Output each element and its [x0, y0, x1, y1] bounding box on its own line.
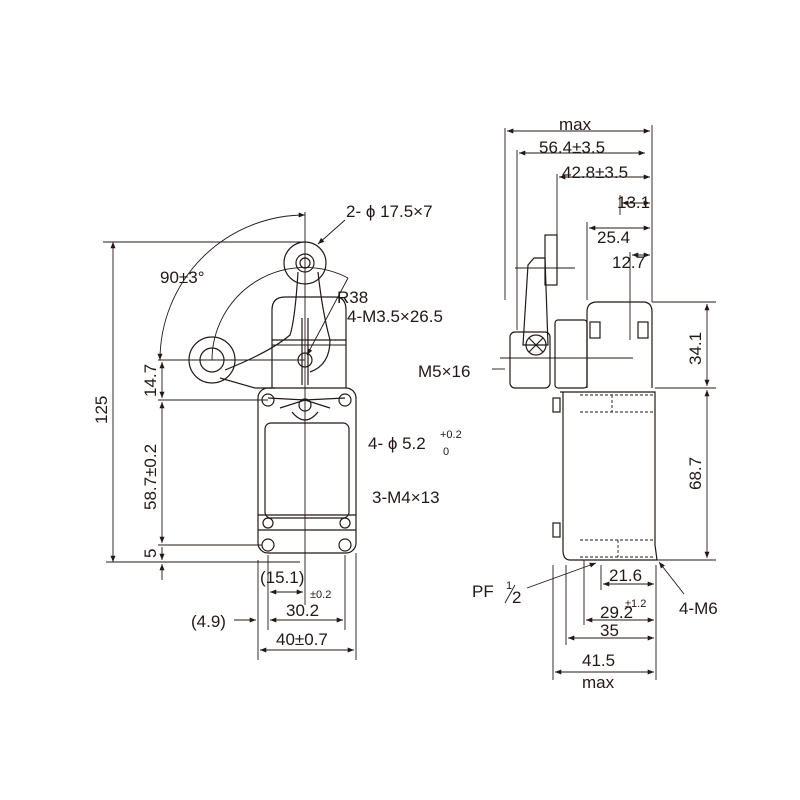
height-total-label: 125: [92, 396, 111, 424]
depth-3-label: 13.1: [617, 193, 650, 212]
bottom-2-label: 29.2: [600, 603, 633, 622]
bottom-4-label: 41.5: [582, 651, 615, 670]
side-lever: [522, 257, 549, 346]
mount-holes-tol-upper: +0.2: [440, 429, 462, 441]
max-top-label: max: [559, 115, 592, 134]
height-head-label: 34.1: [686, 332, 705, 365]
bottom-3-label: 35: [600, 621, 619, 640]
width-offset-label: (4.9): [191, 612, 226, 631]
lever-arm: [224, 271, 331, 373]
max-bottom-label: max: [582, 673, 615, 692]
front-view: 2- ϕ 17.5×7 90±3° R38 4-M3.5×26.5 4- ϕ 5…: [92, 202, 462, 660]
height-holes-label: 58.7±0.2: [141, 444, 160, 510]
lever-screw-label: M5×16: [418, 362, 470, 381]
depth-4-label: 25.4: [597, 228, 630, 247]
depth-2-label: 42.8±3.5: [562, 163, 628, 182]
switch-body: [257, 387, 357, 554]
side-head: [586, 301, 653, 388]
height-head-label: 14.7: [141, 364, 160, 397]
width-center-label: (15.1): [260, 568, 304, 587]
mount-holes-label: 4- ϕ 5.2: [368, 434, 426, 453]
screw-head-label: 4-M3.5×26.5: [347, 307, 443, 326]
roller-spec-label: 2- ϕ 17.5×7: [346, 202, 433, 221]
side-body: [560, 391, 658, 561]
conduit-denominator: 2: [512, 588, 521, 607]
mount-holes-tol-lower: 0: [443, 446, 449, 458]
height-bottom-label: 5: [141, 549, 160, 558]
depth-5-label: 12.7: [612, 253, 645, 272]
width-holes-label: 30.2: [286, 601, 319, 620]
cover-window: [264, 422, 350, 519]
switch-head: [271, 296, 347, 388]
width-holes-tol: ±0.2: [310, 589, 331, 601]
mount-thread-label: 4-M6: [679, 599, 718, 618]
radius-label: R38: [337, 288, 368, 307]
bottom-2-tol: ±1.2: [625, 598, 646, 610]
depth-1-label: 56.4±3.5: [539, 138, 605, 157]
height-body-label: 68.7: [686, 457, 705, 490]
terminal-screws-label: 3-M4×13: [372, 488, 440, 507]
conduit-label: PF: [472, 582, 494, 601]
side-view: max 56.4±3.5 42.8±3.5 13.1 25.4 12.7 M5×…: [418, 115, 718, 692]
conduit-numerator: 1: [506, 580, 512, 592]
width-total-label: 40±0.7: [276, 630, 328, 649]
angle-label: 90±3°: [160, 268, 205, 287]
bottom-1-label: 21.6: [609, 566, 642, 585]
